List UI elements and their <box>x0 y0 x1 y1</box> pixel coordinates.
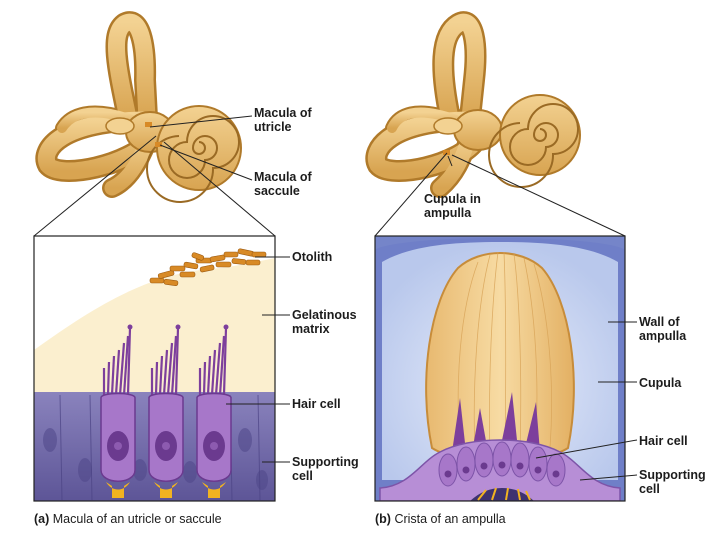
hair-cell-a3 <box>196 324 232 498</box>
label-wall-of-ampulla: Wall of ampulla <box>639 315 687 343</box>
label-supporting-cell-a: Supporting cell <box>292 455 359 483</box>
label-otolith: Otolith <box>292 250 333 264</box>
label-macula-of-utricle: Macula of utricle <box>254 106 312 134</box>
hair-cell-a1 <box>100 324 136 498</box>
panel-b-crista <box>374 235 626 502</box>
caption-b-letter: (b) <box>375 512 391 526</box>
label-gelatinous-matrix: Gelatinous matrix <box>292 308 357 336</box>
label-cupula-in-ampulla: Cupula in ampulla <box>424 192 481 220</box>
label-hair-cell-b: Hair cell <box>639 434 688 448</box>
label-hair-cell-a: Hair cell <box>292 397 341 411</box>
inner-ear-left <box>35 11 242 203</box>
hair-cell-a2 <box>148 324 184 498</box>
label-supporting-cell-b: Supporting cell <box>639 468 706 496</box>
caption-a-text: Macula of an utricle or saccule <box>49 512 222 526</box>
cupula-shape <box>425 252 575 463</box>
caption-b-text: Crista of an ampulla <box>390 512 506 526</box>
label-macula-of-saccule: Macula of saccule <box>254 170 312 198</box>
caption-a: (a) Macula of an utricle or saccule <box>34 512 222 526</box>
caption-a-letter: (a) <box>34 512 50 526</box>
panel-a-macula <box>33 235 276 502</box>
label-cupula: Cupula <box>639 376 682 390</box>
leader-lines <box>149 115 638 481</box>
inner-ear-right <box>365 11 581 198</box>
otolith-crystals <box>149 248 267 286</box>
caption-b: (b) Crista of an ampulla <box>375 512 506 526</box>
zoom-lines <box>33 135 626 237</box>
